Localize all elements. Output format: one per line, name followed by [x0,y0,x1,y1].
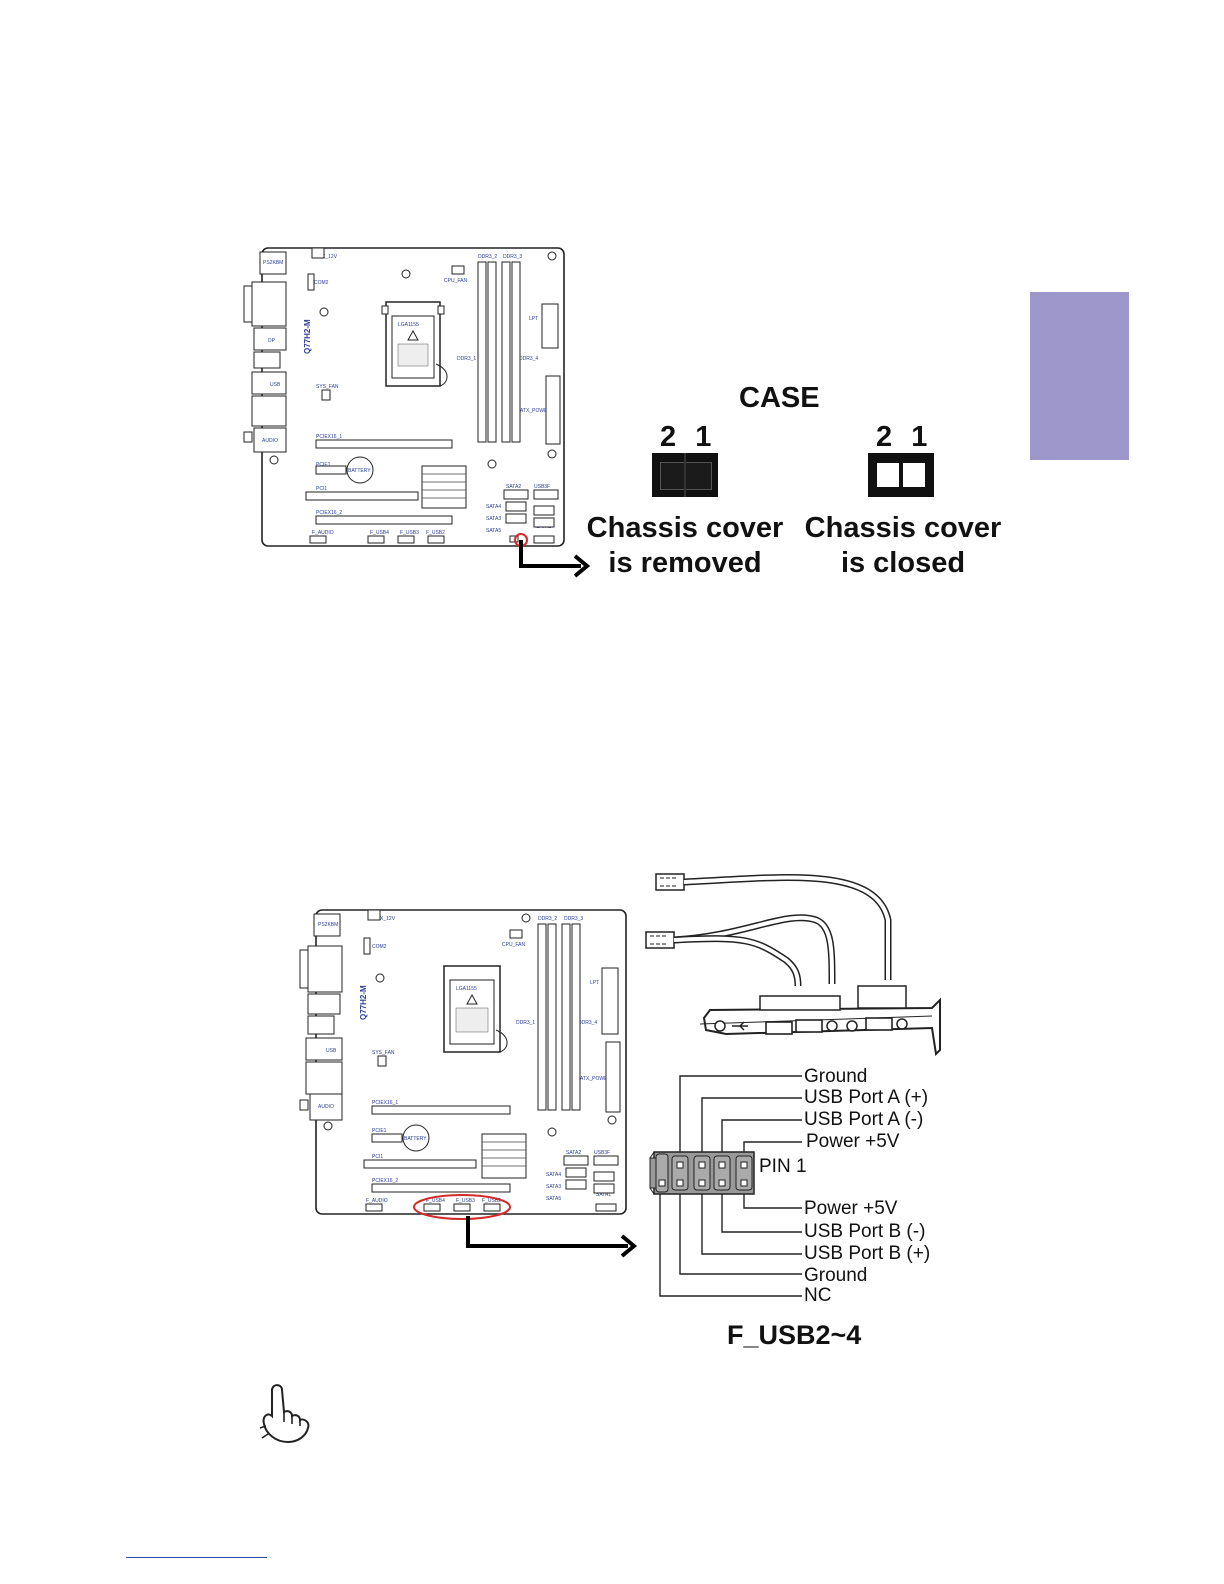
case-pins-closed: 2 1 [876,421,929,453]
jumper-open [868,453,934,497]
svg-text:DP: DP [268,338,276,344]
usb-bracket-illustration [645,873,941,1056]
svg-text:PCIEX16_1: PCIEX16_1 [316,434,342,440]
svg-text:SATA1: SATA1 [596,1192,611,1198]
board-label-ps2: PS2KBM [263,260,283,266]
closed-caption-line1: Chassis cover [804,512,1002,544]
svg-text:SATA3: SATA3 [486,516,501,522]
svg-text:USB3F: USB3F [594,1150,610,1156]
arrow-right-icon [519,540,591,578]
svg-text:DDR3_2: DDR3_2 [538,916,557,922]
usb-headers-highlight [413,1194,511,1220]
svg-text:DDR3_4: DDR3_4 [519,356,538,362]
svg-text:DDR3_4: DDR3_4 [578,1020,597,1026]
svg-text:PCIE1: PCIE1 [316,462,331,468]
svg-text:F_USB4: F_USB4 [370,530,389,536]
svg-text:Q77H2-M: Q77H2-M [359,985,368,1020]
pin-label-ground-b: Ground [804,1265,868,1286]
svg-text:AUDIO: AUDIO [318,1104,334,1110]
svg-text:ATX_POWER: ATX_POWER [520,408,551,414]
svg-text:ATX_12V: ATX_12V [316,254,338,260]
svg-text:PCI1: PCI1 [372,1154,383,1160]
chapter-tab [1030,292,1129,460]
svg-text:DDR3_1: DDR3_1 [457,356,476,362]
pin-label-power-b: Power +5V [804,1198,898,1219]
removed-caption-line2: is removed [608,547,762,579]
svg-text:CPU_FAN: CPU_FAN [444,278,467,284]
svg-text:LPT: LPT [529,316,538,322]
svg-text:ATX_12V: ATX_12V [374,916,396,922]
svg-text:LPT: LPT [590,980,599,986]
svg-text:F_USB3: F_USB3 [400,530,419,536]
svg-text:PCIEX16_2: PCIEX16_2 [316,510,342,516]
pin-label-usb-b-minus: USB Port B (-) [804,1221,926,1242]
svg-text:PCIEX16_1: PCIEX16_1 [372,1100,398,1106]
svg-text:DDR3_2: DDR3_2 [478,254,497,260]
pin-label-usb-a-minus: USB Port A (-) [804,1109,924,1130]
svg-text:SATA4: SATA4 [546,1172,561,1178]
svg-text:F_AUDIO: F_AUDIO [312,530,334,536]
pin-label-power-a: Power +5V [806,1131,900,1152]
pin1-label: PIN 1 [759,1156,807,1177]
svg-text:SATA3: SATA3 [546,1184,561,1190]
svg-text:SATA2: SATA2 [566,1150,581,1156]
svg-text:COM2: COM2 [372,944,387,950]
svg-text:DDR3_1: DDR3_1 [516,1020,535,1026]
jumper-shorted [652,453,718,497]
svg-text:PCI1: PCI1 [316,486,327,492]
case-pins-removed: 2 1 [660,421,713,453]
case-title: CASE [739,382,820,414]
pin-label-usb-a-plus: USB Port A (+) [804,1087,929,1108]
svg-text:SATA2: SATA2 [506,484,521,490]
svg-text:LGA1155: LGA1155 [398,322,419,328]
motherboard-diagram-case: PS2KBM DP USB AUDIO ATX_12V COM2 CPU_FAN… [240,244,570,554]
motherboard-diagram-usb: PS2KBM USB AUDIO ATX_12V COM2 CPU_FAN DD… [296,906,632,1220]
svg-text:F_USB3: F_USB3 [456,1198,475,1204]
svg-text:F_USB2: F_USB2 [426,530,445,536]
pin-label-usb-b-plus: USB Port B (+) [804,1243,931,1264]
closed-caption: Chassis cover is closed [798,511,1008,581]
svg-text:F_AUDIO: F_AUDIO [366,1198,388,1204]
svg-text:DDR3_3: DDR3_3 [503,254,522,260]
svg-text:PS2KBM: PS2KBM [318,922,338,928]
arrow-right-icon [466,1216,638,1258]
pin-label-nc: NC [804,1285,832,1306]
svg-text:SYS_FAN: SYS_FAN [316,384,339,390]
svg-text:SATA4: SATA4 [486,504,501,510]
pin-label-ground-a: Ground [804,1066,868,1087]
svg-text:PCIE1: PCIE1 [372,1128,387,1134]
closed-caption-line2: is closed [840,547,966,579]
svg-text:ATX_POWER: ATX_POWER [580,1076,611,1082]
svg-text:USB: USB [270,382,281,388]
svg-text:COM2: COM2 [314,280,329,286]
svg-text:USB: USB [326,1048,337,1054]
svg-text:BATTERY: BATTERY [348,468,371,474]
connector-title: F_USB2~4 [727,1320,862,1350]
svg-text:F_USB4: F_USB4 [426,1198,445,1204]
removed-caption: Chassis cover is removed [580,511,790,581]
svg-text:SYS_FAN: SYS_FAN [372,1050,395,1056]
svg-text:DDR3_3: DDR3_3 [564,916,583,922]
svg-text:USB3F: USB3F [534,484,550,490]
footer-rule [126,1557,267,1558]
svg-text:F_USB2: F_USB2 [482,1198,501,1204]
usb-symbol-icon [732,1021,748,1031]
svg-text:AUDIO: AUDIO [262,438,278,444]
svg-text:PCIEX16_2: PCIEX16_2 [372,1178,398,1184]
svg-text:SATA5: SATA5 [546,1196,561,1202]
pointing-hand-icon [259,1384,310,1444]
svg-text:BATTERY: BATTERY [404,1136,427,1142]
svg-text:CPU_FAN: CPU_FAN [502,942,525,948]
usb-header-pinout [649,1075,802,1297]
svg-text:SATA5: SATA5 [486,528,501,534]
removed-caption-line1: Chassis cover [586,512,784,544]
svg-text:Q77H2-M: Q77H2-M [303,319,312,354]
svg-text:LGA1155: LGA1155 [456,986,477,992]
